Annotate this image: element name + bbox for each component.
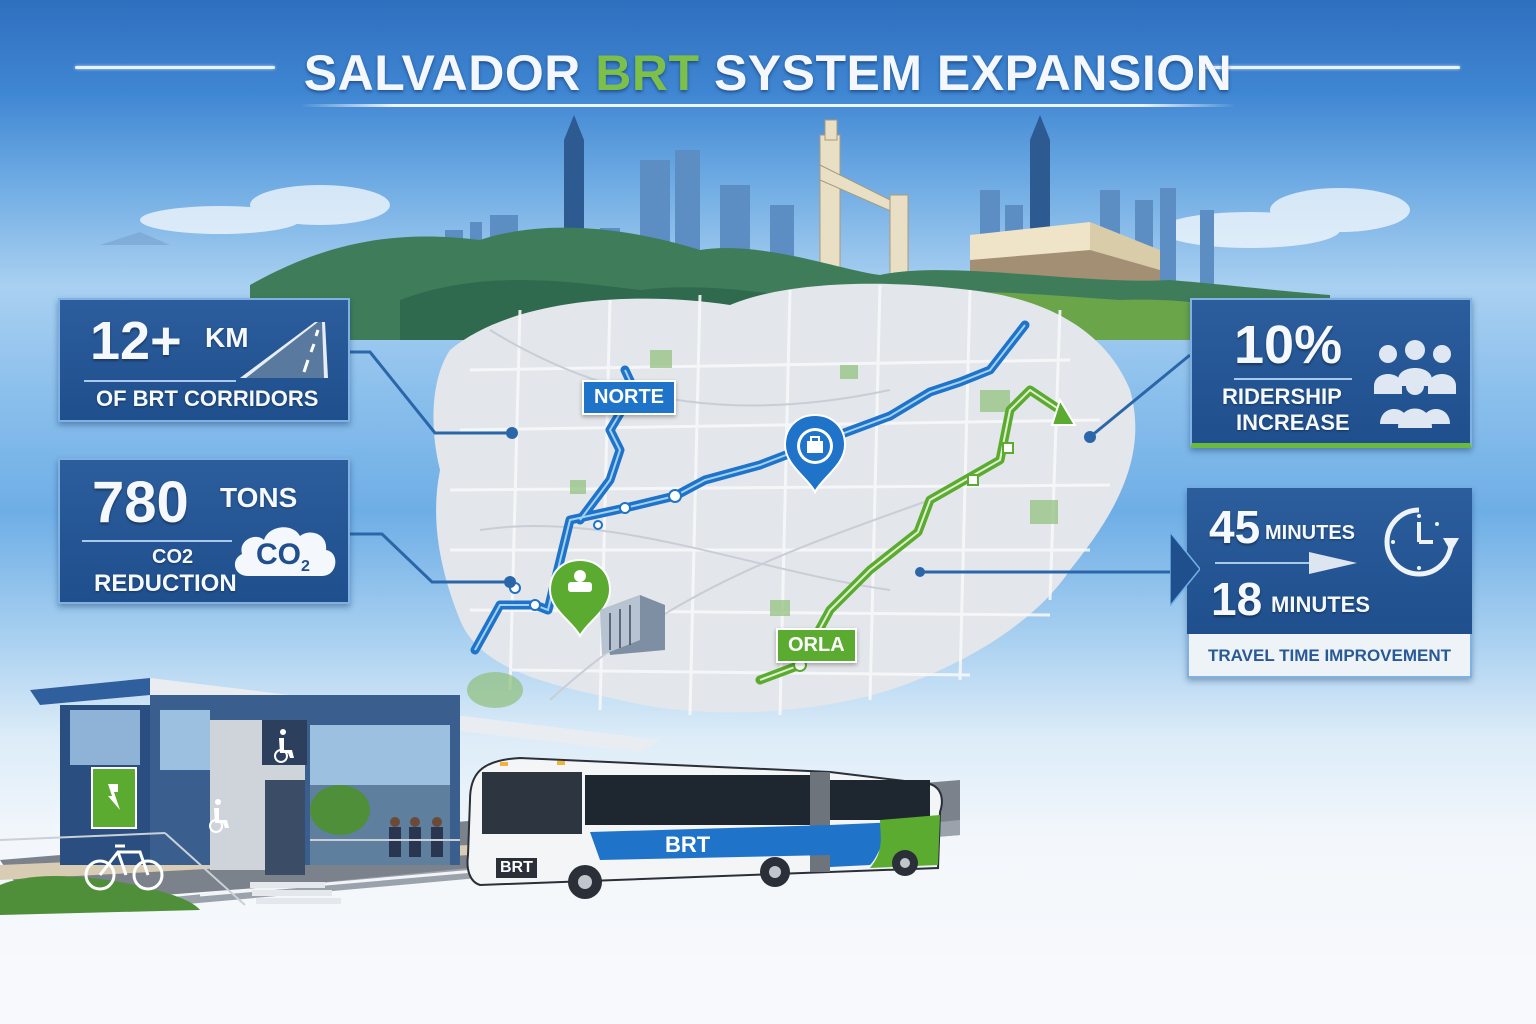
co2-label-line1: CO2 [152, 546, 194, 568]
title-suffix: SYSTEM EXPANSION [699, 45, 1233, 101]
ridership-label-line2: INCREASE [1236, 410, 1350, 435]
bus-front-label: BRT [496, 858, 537, 878]
corridors-value: 12+ [90, 311, 182, 371]
travel-after-value: 18 [1211, 573, 1263, 625]
ridership-divider [1234, 378, 1352, 380]
stat-panel-corridors: 12+ KM OF BRT CORRIDORS [58, 298, 350, 422]
ridership-value: 10% [1234, 315, 1343, 375]
stat-panel-travel-time: 45 MINUTES 18 MINUTES TRAVEL TIME IMPROV… [1187, 488, 1472, 678]
title-prefix: SALVADOR [303, 45, 596, 101]
clock-refresh-icon [1384, 507, 1459, 577]
stat-panel-ridership: 10% RIDERSHIP INCREASE [1190, 298, 1472, 448]
corridors-divider [84, 380, 236, 382]
title-rule-right [1205, 66, 1460, 69]
travel-divider [1215, 562, 1310, 564]
station-pin-blue [783, 413, 847, 495]
co2-icon-sub: 2 [301, 558, 310, 575]
bus-side-label: BRT [665, 832, 711, 857]
bicycle-icon [84, 844, 164, 891]
corridors-unit: KM [205, 322, 249, 353]
co2-icon-text: CO [256, 538, 301, 571]
title-accent: BRT [595, 45, 700, 101]
title-rule-left [75, 66, 275, 69]
page-title: SALVADOR BRT SYSTEM EXPANSION [0, 44, 1536, 102]
people-group-icon [1374, 340, 1456, 428]
co2-value: 780 [92, 470, 189, 535]
travel-time-pointer [1170, 532, 1200, 606]
route-label-norte[interactable]: NORTE [582, 380, 676, 415]
co2-cloud-icon: CO2 [230, 520, 340, 582]
brt-bus [466, 756, 943, 899]
title-underline [300, 104, 1236, 107]
arrow-right-icon [1309, 552, 1357, 574]
station-pin-green [548, 558, 612, 639]
co2-label-line2: REDUCTION [94, 570, 237, 597]
travel-time-header: 45 MINUTES 18 MINUTES [1187, 488, 1472, 634]
road-icon [240, 322, 328, 378]
co2-unit: TONS [220, 482, 298, 513]
travel-after-unit: MINUTES [1271, 592, 1370, 617]
wheelchair-icon [209, 729, 294, 833]
stat-panel-co2: 780 TONS CO2 REDUCTION CO2 [58, 458, 350, 604]
route-label-orla[interactable]: ORLA [776, 628, 857, 663]
co2-divider [82, 540, 232, 542]
travel-before-unit: MINUTES [1265, 522, 1355, 544]
bottom-fade [0, 920, 1536, 1024]
corridors-label: OF BRT CORRIDORS [96, 386, 319, 411]
ridership-label-line1: RIDERSHIP [1222, 384, 1342, 409]
brt-station-scene [0, 678, 960, 915]
travel-time-caption: TRAVEL TIME IMPROVEMENT [1207, 646, 1452, 665]
travel-before-value: 45 [1209, 501, 1261, 553]
